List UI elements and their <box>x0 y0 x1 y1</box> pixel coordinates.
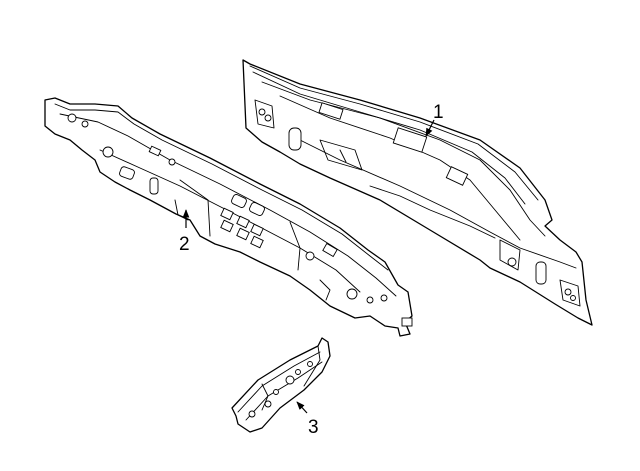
callout-1-label: 1 <box>433 102 444 123</box>
callout-3[interactable]: 3 <box>296 401 319 438</box>
rear-body-panel-part[interactable] <box>242 59 593 326</box>
rear-crossmember-part[interactable] <box>44 97 413 337</box>
callout-1-leader <box>425 119 435 137</box>
callout-2-label: 2 <box>179 234 190 255</box>
callout-1[interactable]: 1 <box>425 102 444 137</box>
callout-3-leader <box>296 401 308 414</box>
callout-2[interactable]: 2 <box>179 209 190 255</box>
callout-3-label: 3 <box>308 417 319 438</box>
rear-bracket-part[interactable] <box>231 337 331 433</box>
